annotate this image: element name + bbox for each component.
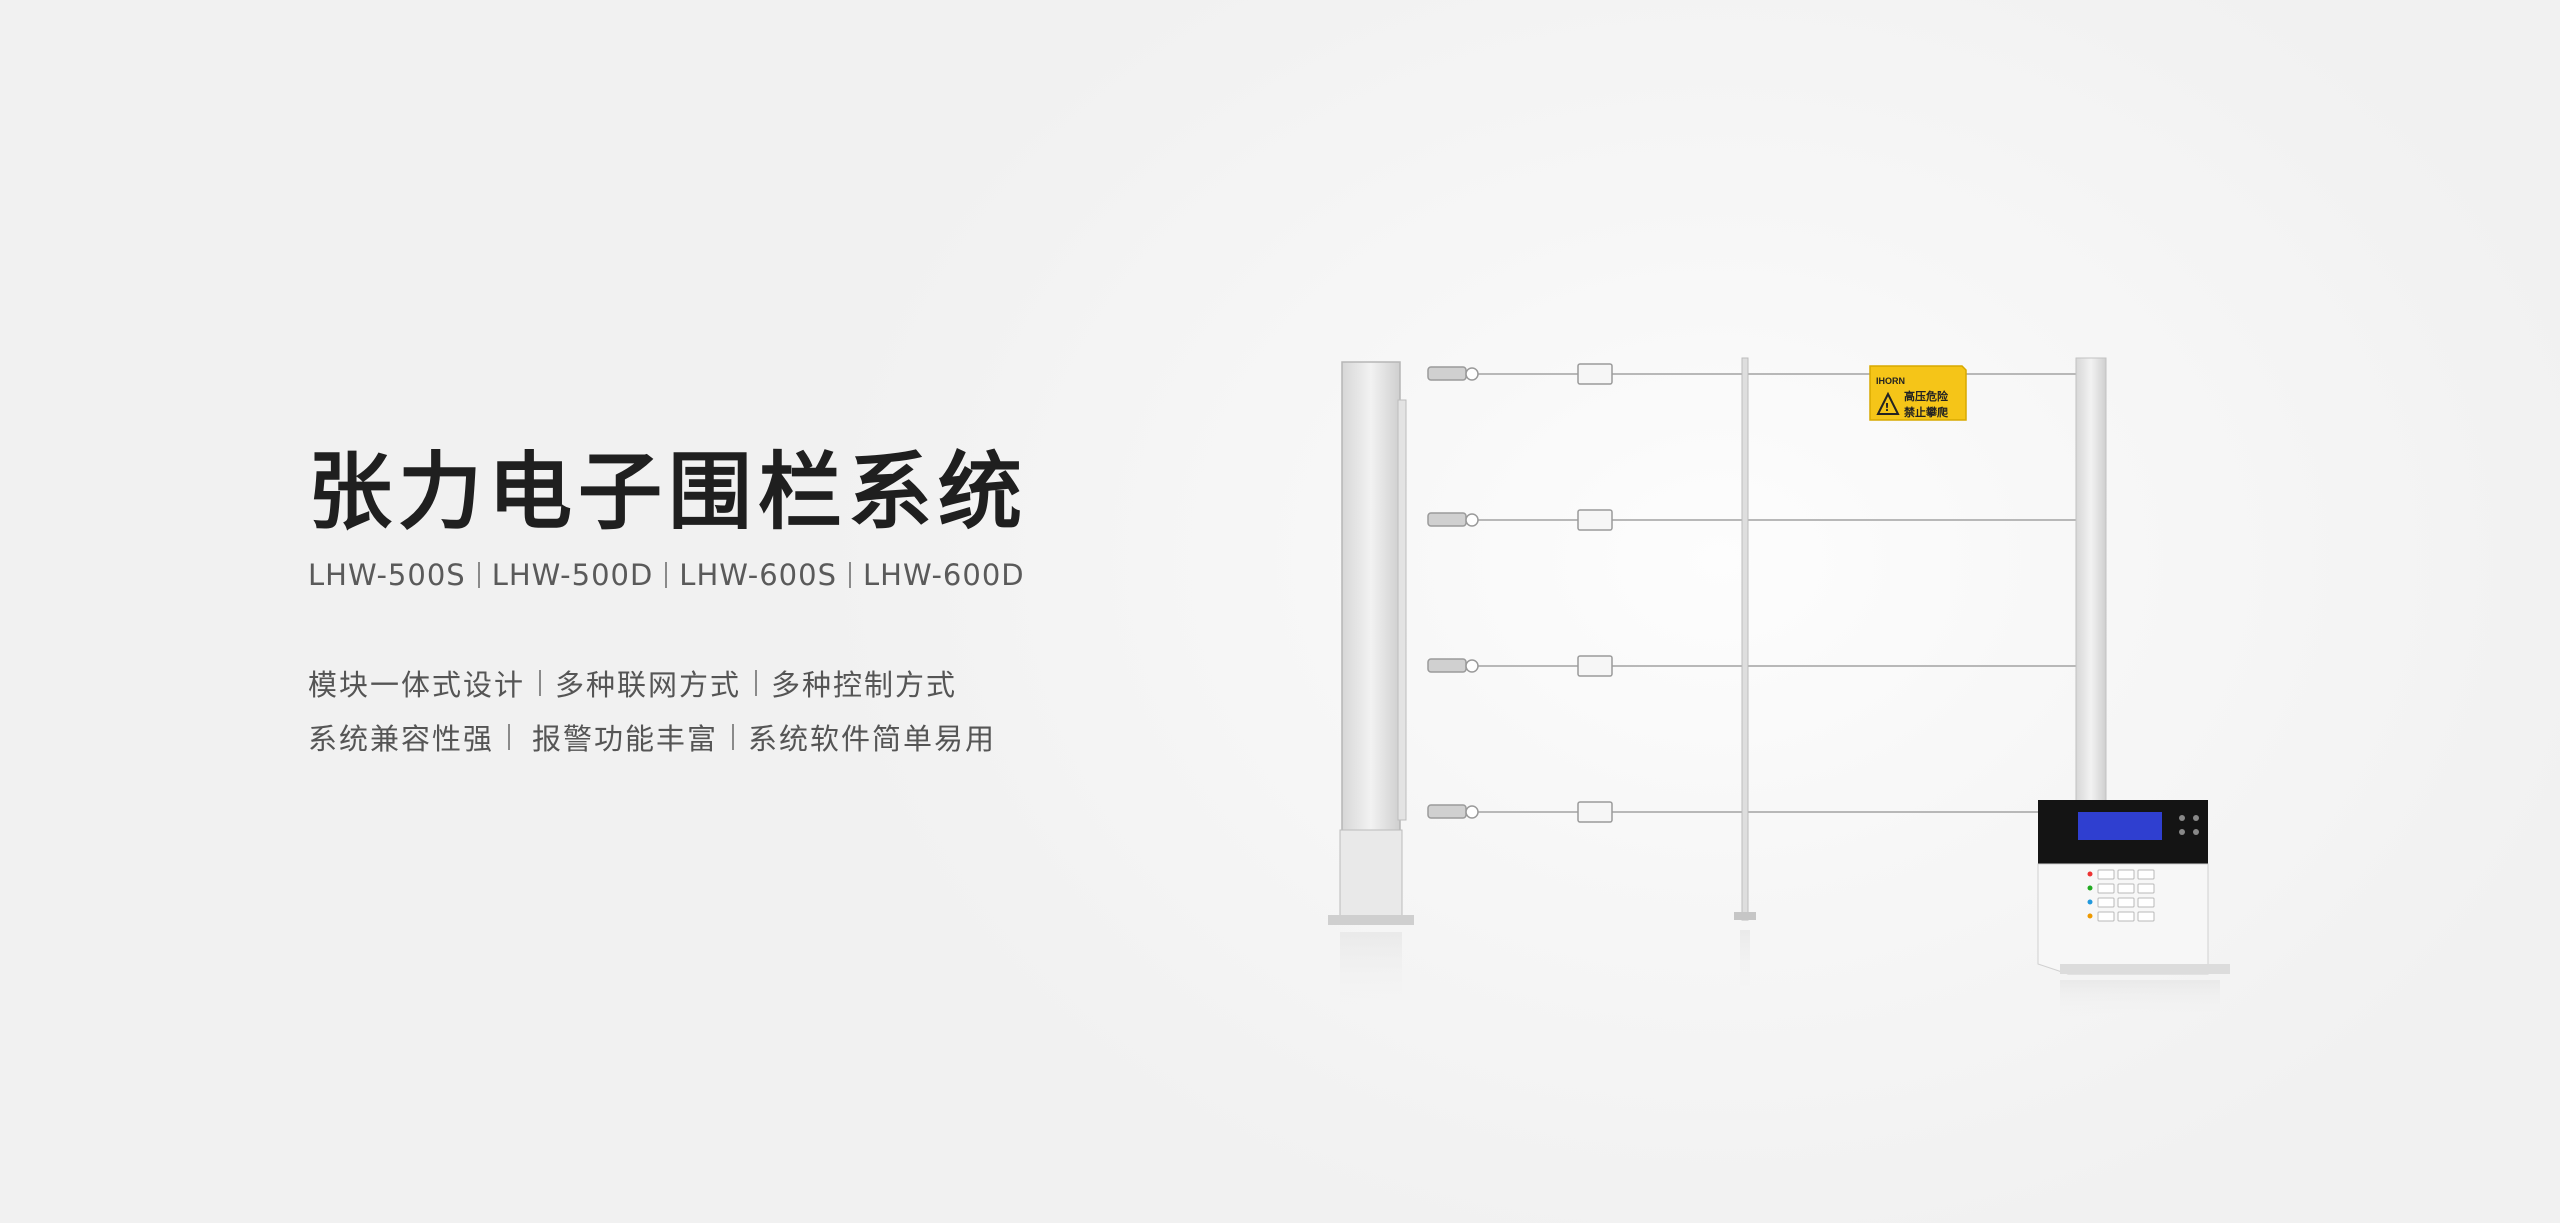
high-voltage-warning-sign: ! IHORN 高压危险 禁止攀爬 (1869, 365, 1967, 421)
tension-springs (1427, 366, 1479, 819)
model-name: LHW-500D (491, 558, 654, 592)
feature-item: 模块一体式设计 (308, 668, 526, 702)
tension-post (1328, 361, 1414, 1012)
feature-item: 系统软件简单易用 (748, 722, 997, 756)
separator (508, 724, 511, 750)
alarm-control-panel (2037, 800, 2230, 1020)
intermediate-post (1734, 357, 1756, 1000)
model-name: LHW-600D (862, 558, 1025, 592)
sign-line-1: 高压危险 (1904, 389, 1949, 403)
separator (732, 724, 735, 750)
fence-wires (1460, 373, 2076, 813)
electric-fence-illustration: ! IHORN 高压危险 禁止攀爬 (1328, 357, 2230, 1020)
feature-item: 报警功能丰富 (532, 722, 719, 756)
status-leds (2087, 871, 2093, 919)
feature-row: 模块一体式设计 多种联网方式 多种控制方式 (308, 656, 1028, 710)
banner-text: 张力电子围栏系统 LHW-500S LHW-500D LHW-600S LHW-… (308, 440, 1028, 764)
wire-insulators (1577, 363, 1613, 823)
feature-item: 多种联网方式 (555, 668, 742, 702)
separator (665, 562, 668, 588)
feature-item: 多种控制方式 (771, 668, 958, 702)
svg-text:!: ! (1884, 401, 1889, 414)
separator (539, 670, 542, 696)
separator (755, 670, 758, 696)
model-name: LHW-500S (308, 558, 466, 592)
sign-line-2: 禁止攀爬 (1904, 405, 1949, 419)
banner-title: 张力电子围栏系统 (308, 443, 1029, 541)
sign-brand: IHORN (1876, 376, 1905, 386)
lcd-screen (2078, 812, 2162, 840)
keypad (2097, 869, 2155, 922)
feature-row: 系统兼容性强 报警功能丰富 系统软件简单易用 (308, 710, 1028, 764)
separator (848, 562, 851, 588)
feature-item: 系统兼容性强 (308, 722, 495, 756)
separator (477, 562, 480, 588)
model-list: LHW-500S LHW-500D LHW-600S LHW-600D (308, 558, 1028, 592)
feature-list: 模块一体式设计 多种联网方式 多种控制方式 系统兼容性强 报警功能丰富 系统软件… (308, 656, 1028, 764)
model-name: LHW-600S (679, 558, 837, 592)
